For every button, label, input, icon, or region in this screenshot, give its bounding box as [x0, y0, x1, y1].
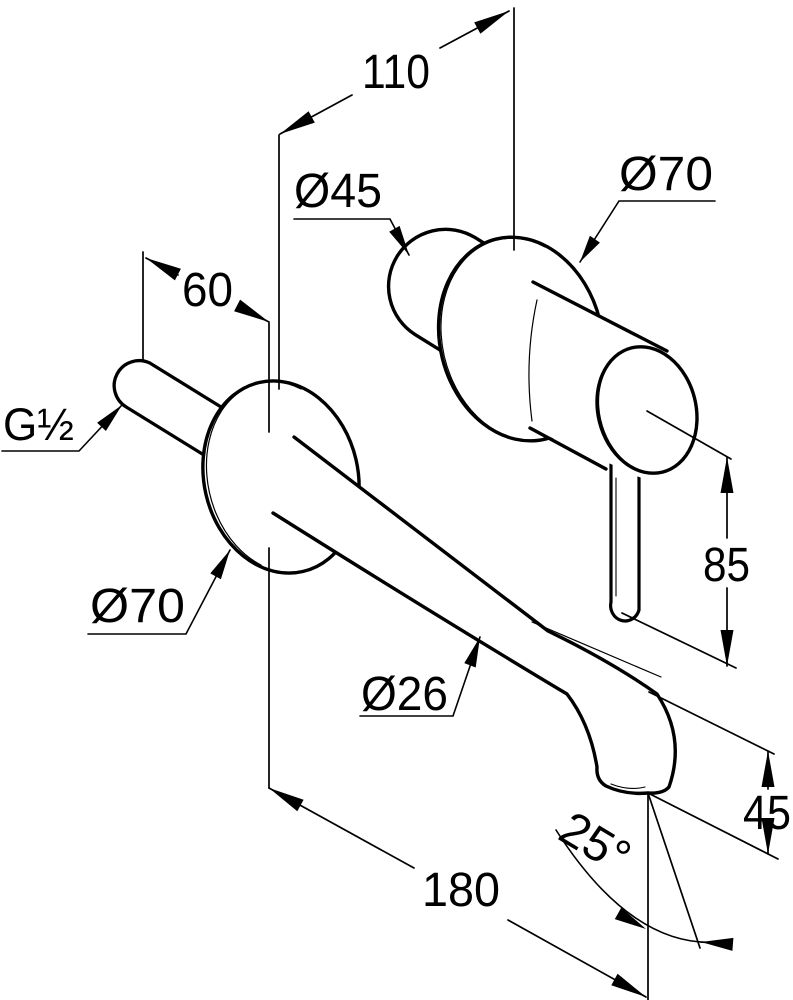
handle-body-bottom-edge [528, 426, 608, 471]
dim-spout-escutcheon-diameter-label: Ø70 [90, 580, 185, 633]
spout-escutcheon-rim-line [205, 381, 302, 566]
dimension-arrowheads [97, 11, 775, 997]
handle-escutcheon-rim-line [440, 237, 546, 433]
arrow-leader-g-half [97, 405, 122, 431]
ext-line-outlet-top [648, 691, 775, 755]
leader-dia45 [293, 218, 410, 256]
dim-handle-escutcheon-diameter-label: Ø70 [619, 148, 713, 201]
arrow-45-bottom [761, 818, 775, 854]
ext-line-flow-direction [647, 792, 701, 949]
arrow-leader-dia70-handle [580, 235, 600, 262]
arrow-25-left [614, 907, 646, 929]
handle-face-chamfer-line [597, 346, 662, 468]
ext-line-outlet-bottom [647, 792, 779, 860]
dim-lever-height-label: 85 [703, 539, 750, 592]
arrow-85-top [720, 457, 734, 493]
arrow-85-bottom [720, 630, 734, 666]
arrow-180-right [611, 973, 646, 997]
arrow-180-left [269, 788, 304, 812]
faucet-figure [112, 227, 703, 796]
arrow-leader-dia70-spout [210, 550, 230, 580]
arrow-leader-dia26 [464, 637, 480, 668]
arrow-25-right [701, 937, 734, 951]
dim-outlet-angle-label: 25° [550, 802, 639, 885]
spout-outlet-bore-line [610, 783, 646, 790]
dim-inlet-thread-label: G½ [3, 399, 74, 450]
leader-dia70-spout [87, 549, 231, 635]
dim-inlet-length-label: 60 [182, 264, 233, 317]
handle-body-top-edge [531, 280, 669, 353]
handle-lever [609, 453, 641, 623]
ext-line-lever-tip [621, 612, 737, 669]
dim-outlet-height-label: 45 [743, 787, 791, 840]
dim-spout-reach-label: 180 [422, 864, 500, 917]
dim-spout-diameter-label: Ø26 [361, 668, 448, 721]
dimension-labels: 110 Ø45 Ø70 60 G½ Ø70 Ø26 85 45 25° 180 [3, 46, 791, 917]
arrow-60-left [146, 258, 181, 281]
arrow-60-right [234, 299, 269, 322]
ext-line-handle-center [646, 410, 732, 460]
dim-protrusion-label: 110 [362, 46, 430, 99]
leader-dia70-handle [579, 200, 716, 263]
arrow-45-top [761, 751, 775, 787]
spout-highlight-line [531, 621, 662, 678]
dim-cartridge-diameter-label: Ø45 [294, 165, 382, 218]
arrow-leader-dia45 [389, 225, 409, 255]
arrow-110-right [474, 11, 509, 34]
spout-tube [271, 435, 677, 796]
arrow-110-left [280, 111, 315, 134]
handle-body-junction-line [528, 299, 538, 422]
